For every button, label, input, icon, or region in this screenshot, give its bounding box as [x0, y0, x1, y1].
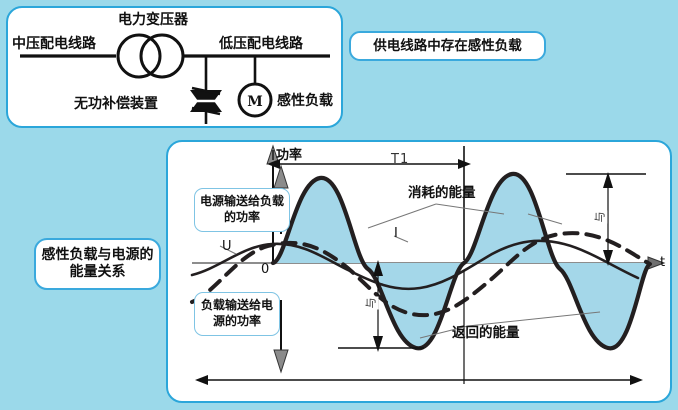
right-dim-arrow-down: [603, 250, 613, 266]
x-axis-label: t: [660, 255, 666, 270]
compensator-label: 无功补偿装置: [74, 96, 158, 112]
period-label-t1: T1: [391, 152, 410, 167]
voltage-series-label: U: [222, 239, 232, 254]
power-waveform-line: [270, 171, 651, 351]
callout-inductive-load-in-line: 供电线路中存在感性负载: [349, 31, 546, 61]
transformer-label: 电力变压器: [118, 12, 188, 28]
mv-line-label: 中压配电线路: [12, 36, 96, 52]
inductive-load-label: 感性负载: [277, 93, 333, 109]
right-dimension-marker: 与: [591, 210, 608, 224]
current-series-label: I: [394, 226, 398, 241]
down-arrow-head: [273, 349, 289, 374]
reactive-compensator-symbol: [188, 86, 224, 124]
callout-energy-relation: 感性负载与电源的能量关系: [34, 238, 161, 290]
circuit-schematic: M: [20, 33, 330, 124]
left-dimension-marker: 与: [362, 296, 379, 310]
lv-line-label: 低压配电线路: [219, 36, 303, 52]
current-leader: [393, 235, 409, 243]
up-arrow-head: [273, 164, 289, 189]
circuit-diagram-panel: M: [6, 6, 343, 128]
transformer-coil-primary: [116, 33, 162, 79]
power-negative-area: [273, 263, 648, 349]
left-dim-arrow-down: [373, 336, 383, 352]
origin-label: 0: [261, 262, 270, 277]
left-dim-arrow-up: [373, 260, 383, 276]
power-waveform-panel: [166, 140, 672, 403]
returned-leader-a: [419, 325, 469, 339]
consumed-leader-a: [367, 203, 437, 229]
consumed-leader-b: [435, 203, 505, 215]
voltage-leader: [219, 245, 237, 255]
callout-load-to-source-power: 负载输送给电源的功率: [194, 292, 280, 336]
transformer-coil-secondary: [139, 33, 185, 79]
consumed-leader-c: [527, 213, 563, 225]
thyristor-gate-a: [191, 86, 221, 96]
motor-symbol-circle: [237, 82, 273, 118]
t1-arrow-left: [267, 159, 280, 169]
y-axis-label: 功率: [276, 148, 303, 163]
power-waveform-series: [270, 171, 651, 351]
total-span-arrow-left: [195, 375, 208, 385]
current-waveform-line: [190, 239, 640, 291]
returned-energy-label: 返回的能量: [452, 325, 520, 341]
voltage-waveform-dashed: [190, 231, 652, 318]
power-waveform-chart: [190, 144, 666, 385]
thyristor-gate-b: [191, 106, 221, 116]
power-positive-area: [273, 173, 648, 263]
t1-arrow-right: [458, 159, 471, 169]
t1-dimension: [267, 146, 471, 260]
motor-symbol-letter: M: [247, 94, 263, 110]
right-amplitude-dimension: [566, 172, 646, 266]
callout-source-to-load-power: 电源输送给负载的功率: [194, 188, 290, 232]
right-dim-arrow-up: [603, 172, 613, 188]
consumed-energy-label: 消耗的能量: [408, 185, 476, 201]
returned-leader-b: [467, 311, 601, 327]
total-span-arrow-right: [630, 375, 643, 385]
